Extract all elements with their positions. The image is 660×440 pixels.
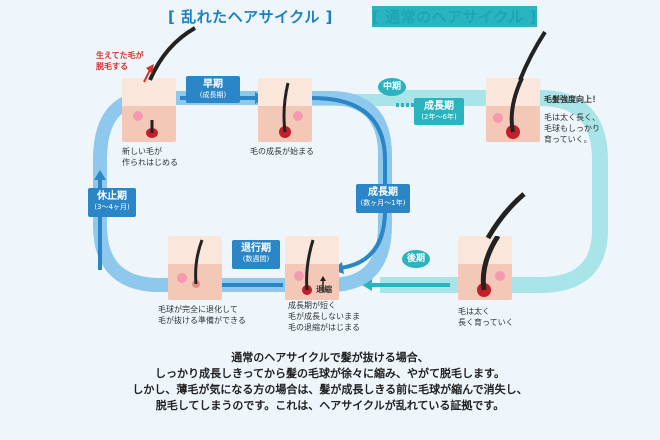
long-growth-caption: 毛は太く 長く育っていく (458, 307, 514, 327)
explanation-line: 通常のヘアサイクルで髪が抜ける場合、 (231, 351, 429, 364)
shedding-hair-strand (143, 26, 196, 83)
phase-normal-growth: 成長期(2年〜6年) (414, 98, 464, 125)
title-normal-cycle: [ 通常のヘアサイクル ] (372, 6, 537, 27)
retreat-tag: 退縮 (316, 285, 332, 294)
phase-early: 早期(成長期) (186, 76, 240, 103)
growth-start-caption: 毛の成長が始まる (250, 147, 314, 156)
arrow-growth (311, 96, 387, 270)
phase-rest: 休止期(3〜4ヶ月) (88, 188, 136, 217)
hair-follicle-growth-start (258, 78, 312, 142)
long-hair-strand-mid (518, 30, 547, 81)
long-hair-strand-late (485, 192, 526, 240)
strength-headline: 毛髪強度向上！ (544, 95, 600, 104)
explanation-line: しっかり成長しきってから髪の毛球が徐々に縮み、やがて脱毛します。 (155, 367, 505, 380)
hair-follicle-regressed (168, 236, 222, 300)
short-growth-caption: 成長期が短く 毛が成長しないまま 毛の退縮がはじまる (288, 301, 360, 332)
regression-caption: 毛球が完全に退化して 毛が抜ける準備ができる (158, 305, 246, 325)
new-hair-caption: 新しい毛が 作られはじめる (122, 147, 178, 167)
hair-follicle-short-growth (285, 236, 339, 300)
explanation-line: 脱毛してしまうのです。これは、ヘアサイクルが乱れている証拠です。 (155, 399, 505, 412)
hair-follicle-new (122, 78, 176, 142)
phase-growth: 成長期(数ヶ月〜1年) (356, 184, 410, 213)
strength-description: 毛は太く長く、 毛球もしっかり 育っていく。 (544, 113, 600, 144)
hair-follicle-mid-growth (486, 78, 540, 142)
explanation-line: しかし、薄毛が気になる方の場合は、髪が成長しきる前に毛球が縮んで消失し、 (132, 383, 528, 396)
phase-mid: 中期 (378, 78, 406, 96)
shed-hair-label: 生えてた毛が 脱毛する (96, 51, 144, 71)
phase-late: 後期 (402, 250, 430, 268)
normal-cycle-loop (380, 90, 608, 293)
phase-regression: 退行期(数週間) (232, 240, 280, 269)
title-disordered-cycle: [ 乱れたヘアサイクル ] (168, 8, 333, 26)
hair-follicle-late (458, 236, 512, 300)
explanation-text: 通常のヘアサイクルで髪が抜ける場合、 しっかり成長しきってから髪の毛球が徐々に縮… (0, 350, 660, 414)
